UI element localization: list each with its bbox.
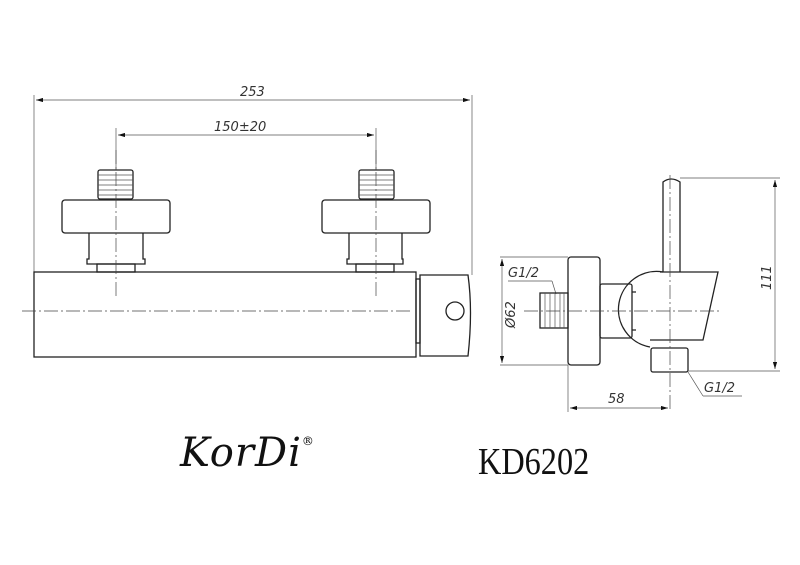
outlet-thread-label: G1/2 [704, 381, 735, 396]
model-number: KD6202 [478, 441, 590, 483]
diameter-label: Ø62 [504, 301, 519, 329]
side-view: Ø62 G1/2 111 G1/2 58 [499, 175, 780, 412]
inlet-thread-label: G1/2 [508, 266, 539, 281]
center-distance-label: 150±20 [214, 120, 266, 135]
height-label: 111 [760, 265, 775, 290]
brand-name: KorDi [180, 430, 302, 476]
brand-logo: KorDi® [180, 430, 315, 476]
overall-length-label: 253 [240, 85, 265, 100]
depth-label: 58 [608, 392, 625, 407]
front-view: 253 150±20 [22, 85, 473, 358]
registered-mark: ® [301, 434, 315, 448]
